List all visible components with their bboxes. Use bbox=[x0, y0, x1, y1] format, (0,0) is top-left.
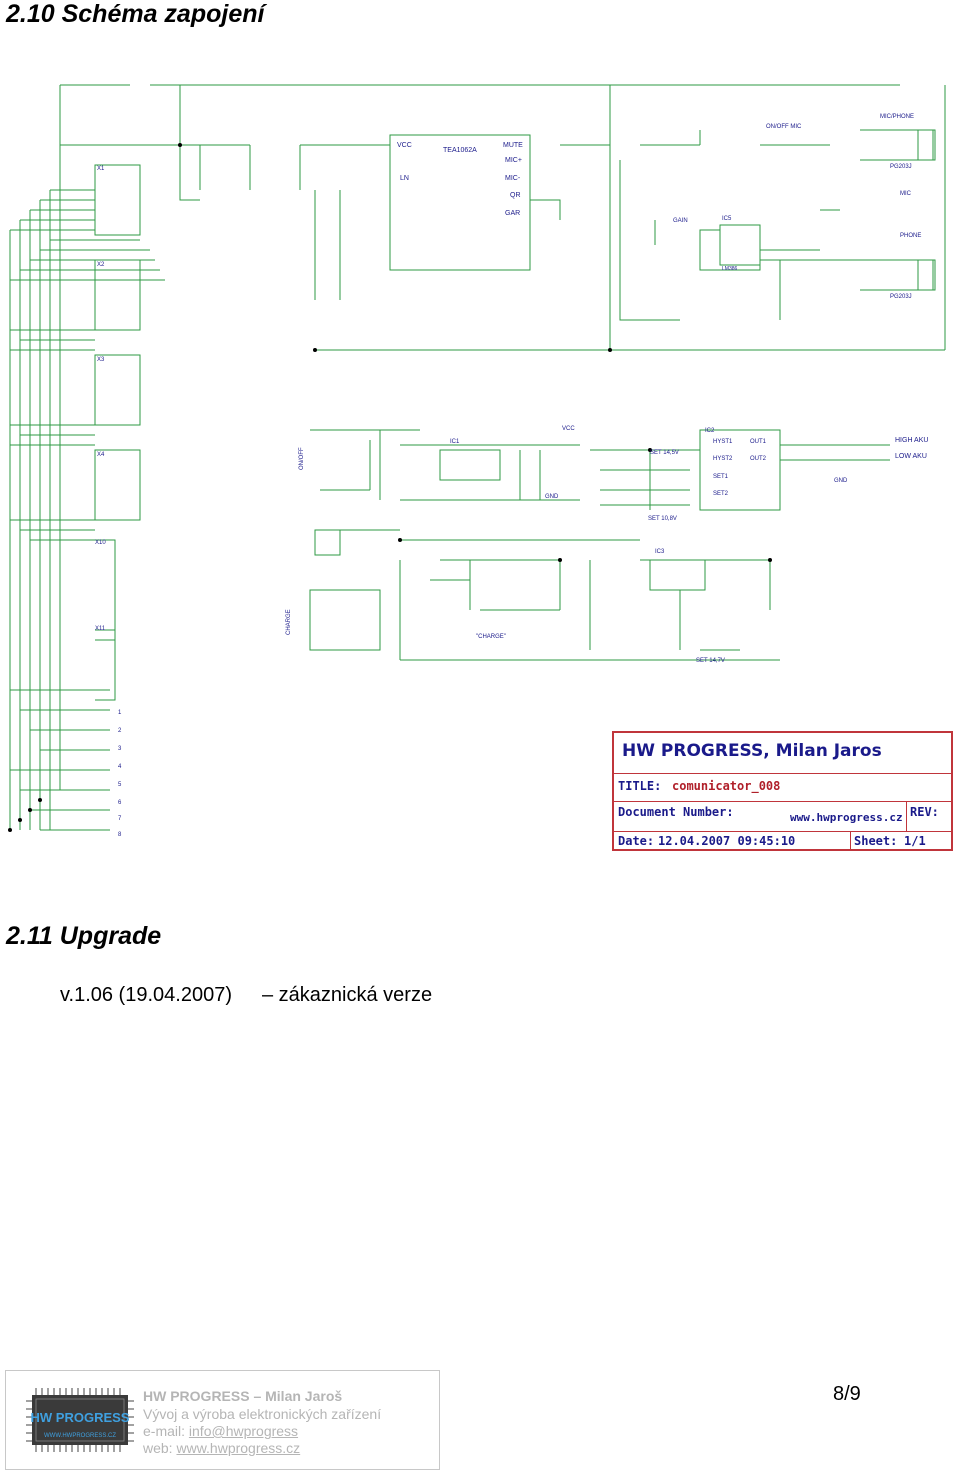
svg-text:1: 1 bbox=[118, 710, 122, 716]
svg-text:X10: X10 bbox=[95, 540, 106, 546]
svg-text:3: 3 bbox=[118, 746, 122, 752]
svg-text:WWW.HWPROGRESS.CZ: WWW.HWPROGRESS.CZ bbox=[44, 1433, 116, 1439]
svg-text:VCC: VCC bbox=[562, 426, 575, 432]
svg-text:HYST1: HYST1 bbox=[713, 439, 733, 445]
circuit-schematic: TEA1062A MUTE MIC+ MIC- QR GAR LN VCC ON… bbox=[8, 84, 946, 838]
svg-text:HYST2: HYST2 bbox=[713, 456, 733, 462]
svg-text:"CHARGE": "CHARGE" bbox=[476, 634, 506, 640]
footer-company: HW PROGRESS – Milan Jaroš bbox=[143, 1388, 343, 1404]
page-number: 8/9 bbox=[833, 1383, 861, 1405]
svg-text:IC3: IC3 bbox=[655, 549, 665, 555]
title-block-website: www.hwprogress.cz bbox=[790, 811, 903, 824]
svg-text:CHARGE: CHARGE bbox=[286, 609, 292, 635]
email-link[interactable]: info@hwprogress bbox=[188, 1423, 299, 1439]
footer-email-line: e-mail: info@hwprogress bbox=[143, 1423, 299, 1439]
title-label: TITLE: bbox=[618, 779, 662, 793]
title-block-company: HW PROGRESS, Milan Jaros bbox=[622, 741, 882, 761]
svg-text:SET1: SET1 bbox=[713, 474, 729, 480]
svg-text:PHONE: PHONE bbox=[900, 233, 921, 239]
section-heading-schema: 2.10 Schéma zapojení bbox=[6, 0, 265, 28]
web-link[interactable]: www.hwprogress.cz bbox=[176, 1440, 301, 1456]
svg-text:SET 14,7V: SET 14,7V bbox=[696, 658, 725, 664]
svg-text:PG203J: PG203J bbox=[890, 294, 912, 300]
svg-text:IC1: IC1 bbox=[450, 439, 460, 445]
svg-text:IC2: IC2 bbox=[705, 428, 715, 434]
svg-text:GAR: GAR bbox=[505, 210, 520, 217]
ic-tea1062a-label: TEA1062A bbox=[443, 147, 477, 154]
svg-text:LOW AKU: LOW AKU bbox=[895, 453, 927, 460]
date-label: Date: bbox=[618, 834, 655, 848]
upgrade-version-line: v.1.06 (19.04.2007) – zákaznická verze bbox=[60, 984, 462, 1007]
svg-text:4: 4 bbox=[118, 764, 122, 770]
svg-text:ON/OFF: ON/OFF bbox=[299, 447, 305, 470]
svg-text:X4: X4 bbox=[97, 452, 105, 458]
svg-text:GAIN: GAIN bbox=[673, 218, 688, 224]
svg-text:2: 2 bbox=[118, 728, 122, 734]
footer-tagline: Vývoj a výroba elektronických zařízení bbox=[143, 1406, 382, 1422]
svg-text:MIC-: MIC- bbox=[505, 175, 521, 182]
svg-text:PG203J: PG203J bbox=[890, 164, 912, 170]
svg-text:MIC+: MIC+ bbox=[505, 157, 522, 164]
svg-text:6: 6 bbox=[118, 800, 122, 806]
sheet-label: Sheet: bbox=[854, 834, 898, 848]
sheet-value: 1/1 bbox=[904, 834, 926, 848]
svg-text:LN: LN bbox=[400, 175, 409, 182]
svg-text:X3: X3 bbox=[97, 357, 105, 363]
schematic-title-block: HW PROGRESS, Milan Jaros TITLE: comunica… bbox=[612, 731, 953, 851]
rev-label: REV: bbox=[910, 805, 939, 819]
svg-text:LM386: LM386 bbox=[722, 266, 738, 272]
svg-text:SET2: SET2 bbox=[713, 491, 729, 497]
svg-text:OUT2: OUT2 bbox=[750, 456, 767, 462]
svg-text:X1: X1 bbox=[97, 166, 105, 172]
svg-text:SET 10,8V: SET 10,8V bbox=[648, 516, 677, 522]
svg-text:MUTE: MUTE bbox=[503, 142, 523, 149]
svg-text:SET 14,5V: SET 14,5V bbox=[650, 450, 679, 456]
svg-text:HIGH AKU: HIGH AKU bbox=[895, 437, 928, 444]
svg-text:IC5: IC5 bbox=[722, 216, 732, 222]
svg-text:X2: X2 bbox=[97, 262, 105, 268]
svg-text:ON/OFF MIC: ON/OFF MIC bbox=[766, 124, 802, 130]
svg-text:X11: X11 bbox=[95, 626, 106, 632]
svg-text:MIC: MIC bbox=[900, 191, 912, 197]
title-value: comunicator_008 bbox=[672, 779, 781, 793]
svg-text:VCC: VCC bbox=[397, 142, 412, 149]
document-number-label: Document Number: bbox=[618, 805, 734, 819]
svg-text:5: 5 bbox=[118, 782, 122, 788]
svg-text:QR: QR bbox=[510, 192, 521, 199]
svg-text:MIC/PHONE: MIC/PHONE bbox=[880, 114, 914, 120]
page-footer: HW PROGRESS WWW.HWPROGRESS.CZ HW PROGRES… bbox=[5, 1370, 440, 1470]
hw-progress-logo: HW PROGRESS WWW.HWPROGRESS.CZ bbox=[24, 1385, 136, 1455]
svg-text:8: 8 bbox=[118, 832, 122, 838]
svg-text:OUT1: OUT1 bbox=[750, 439, 767, 445]
footer-web-line: web: www.hwprogress.cz bbox=[143, 1440, 301, 1456]
section-heading-upgrade: 2.11 Upgrade bbox=[6, 922, 162, 950]
svg-text:GND: GND bbox=[545, 494, 559, 500]
svg-text:7: 7 bbox=[118, 816, 122, 822]
version-text: v.1.06 (19.04.2007) bbox=[60, 984, 232, 1006]
date-value: 12.04.2007 09:45:10 bbox=[658, 834, 796, 848]
svg-text:GND: GND bbox=[834, 478, 848, 484]
svg-text:HW PROGRESS: HW PROGRESS bbox=[31, 1410, 130, 1425]
version-description: – zákaznická verze bbox=[261, 984, 433, 1006]
